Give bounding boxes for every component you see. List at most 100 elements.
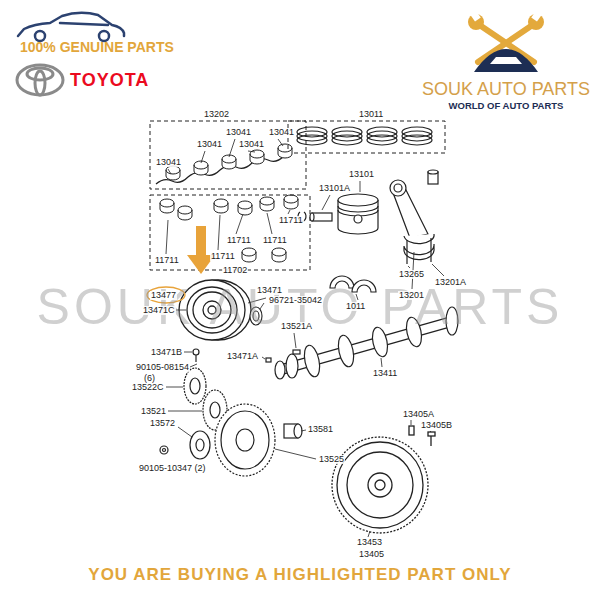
callout-number: 13041 — [196, 140, 223, 149]
timing-gear — [190, 431, 210, 459]
connecting-rod — [404, 234, 434, 244]
piston-ring — [402, 127, 432, 145]
piston-ring — [367, 127, 397, 145]
bearing-shell — [156, 144, 292, 184]
callout-number: 11702 — [222, 266, 248, 275]
toyota-emblem — [17, 65, 63, 95]
timing-gear — [184, 368, 206, 404]
leader-line — [411, 420, 412, 425]
callout-number: 13405B — [420, 421, 453, 430]
leader-line — [168, 169, 171, 174]
timing-gear — [210, 402, 220, 418]
leader-line — [178, 427, 192, 437]
crankshaft — [336, 334, 356, 368]
piston-ring — [297, 127, 432, 145]
callout-number: 13477 — [150, 291, 177, 300]
callout-number: 96721-35042 — [268, 296, 323, 305]
piston-ring — [297, 127, 327, 145]
piston-ring — [332, 127, 362, 145]
callout-number: 13265 — [398, 270, 425, 279]
piston — [338, 194, 378, 206]
bearing-shell — [238, 201, 252, 215]
callout-number: 13405 — [358, 550, 385, 559]
connecting-rod — [390, 180, 406, 196]
group-box — [150, 121, 445, 270]
bearing-shell — [160, 195, 298, 262]
timing-gear — [195, 355, 196, 362]
piston — [312, 213, 332, 221]
callout-number: 13405A — [402, 410, 435, 419]
timing-gear — [294, 424, 302, 438]
crankshaft — [266, 358, 271, 362]
timing-gear — [163, 449, 166, 452]
souk-logo — [474, 49, 538, 72]
leader-line — [408, 266, 410, 268]
piston — [298, 194, 378, 234]
callout-number: 13041 — [268, 128, 295, 137]
leader-line — [368, 531, 370, 537]
souk-logo — [470, 11, 480, 22]
souk-logo — [468, 11, 544, 72]
bearing-shell — [284, 195, 298, 209]
timing-gear — [160, 446, 168, 454]
notice-banner: YOU ARE BUYING A HIGHLIGHTED PART ONLY — [88, 566, 511, 583]
timing-gear — [215, 404, 275, 476]
highlight-arrow — [196, 226, 206, 256]
leader-line — [166, 139, 444, 537]
flywheel — [332, 426, 435, 533]
callout-number: 13453 — [356, 538, 383, 547]
toyota-emblem — [35, 71, 45, 95]
bearing-shell — [242, 248, 256, 262]
flywheel — [332, 437, 428, 533]
timing-gear — [221, 411, 269, 469]
bearing-shell — [278, 144, 292, 158]
highlight-arrow — [187, 226, 215, 274]
callout-number: 13471 — [256, 286, 283, 295]
tagline: 100% GENUINE PARTS — [20, 40, 174, 54]
group-box — [288, 121, 445, 153]
crankshaft — [286, 354, 298, 378]
timing-gear — [190, 378, 200, 394]
timing-gear — [193, 349, 199, 355]
callout-number: 13202 — [203, 110, 230, 119]
souk-logo — [490, 57, 522, 64]
callout-number: (6) — [143, 374, 156, 383]
callout-number: 90105-10347 (2) — [138, 464, 207, 473]
leader-line — [168, 411, 202, 412]
connecting-rod — [428, 170, 438, 174]
leader-line — [248, 151, 255, 152]
callout-number: 13411 — [372, 369, 398, 378]
leader-line — [301, 430, 306, 431]
leader-line — [236, 214, 243, 234]
car-logo — [18, 13, 124, 41]
bearing-shell — [260, 197, 274, 211]
brand-name: TOYOTA — [70, 71, 149, 89]
leader-line — [184, 352, 192, 353]
leader-line — [262, 357, 265, 359]
callout-number: 11711 — [226, 236, 252, 245]
leader-line — [381, 358, 382, 367]
callout-number: 13201 — [398, 291, 425, 300]
flywheel — [428, 432, 435, 436]
bearing-shell — [166, 166, 180, 180]
flywheel — [368, 473, 392, 497]
car-logo — [60, 23, 108, 25]
callout-number: 13525 — [318, 455, 345, 464]
bearing-shell — [214, 199, 228, 213]
bearing-shell — [272, 248, 286, 262]
leader-line — [229, 139, 235, 157]
connecting-rod — [390, 170, 438, 264]
crankshaft — [293, 350, 300, 354]
timing-gear — [196, 439, 204, 451]
leader-line — [166, 220, 168, 254]
flywheel — [375, 480, 385, 490]
callout-number: 13101A — [318, 184, 351, 193]
leader-line — [322, 195, 330, 210]
shop-slogan: WORLD OF AUTO PARTS — [449, 101, 564, 111]
bearing-shell — [194, 161, 208, 175]
callout-number: 13471A — [226, 352, 259, 361]
callout-number: 13581 — [307, 425, 334, 434]
timing-gear — [236, 429, 254, 451]
connecting-rod — [394, 184, 402, 192]
